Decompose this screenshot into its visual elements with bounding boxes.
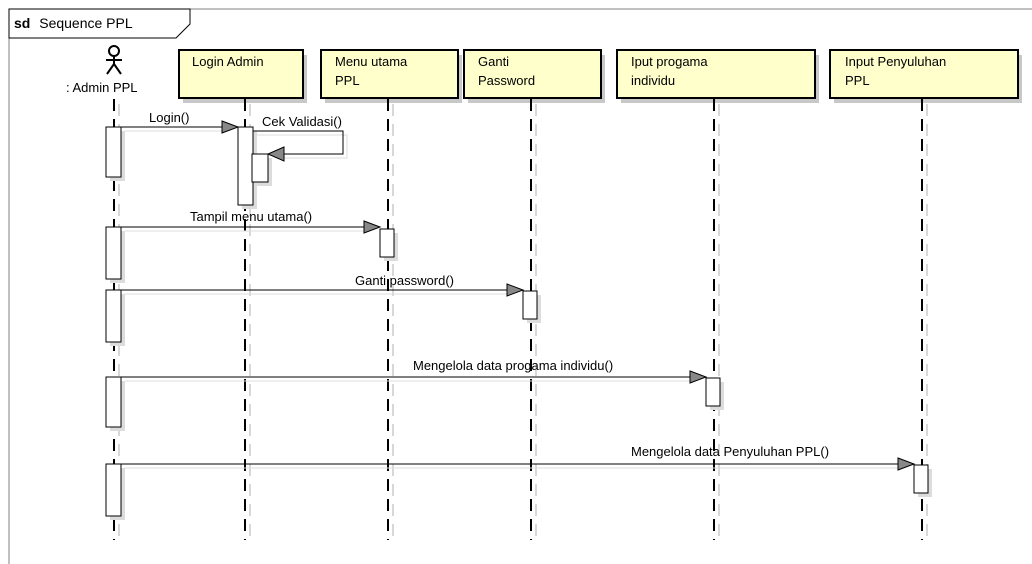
- message-login[interactable]: Login(): [121, 110, 240, 134]
- activation-admin-4: [105, 376, 122, 428]
- message-label: Ganti password(): [355, 273, 454, 288]
- activation-login-admin: [237, 126, 254, 206]
- object-box: [616, 49, 816, 99]
- lifeline-login-admin[interactable]: Login Admin: [178, 49, 304, 99]
- message-mengelola-progama[interactable]: Mengelola data progama individu(): [121, 358, 708, 384]
- arrowhead-icon: [363, 220, 382, 234]
- arrowhead-icon: [689, 370, 708, 384]
- activation-admin-5: [105, 463, 122, 517]
- object-label-line2: PPL: [845, 73, 870, 88]
- arrowhead-icon: [897, 457, 916, 471]
- message-ganti-password[interactable]: Ganti password(): [121, 273, 525, 297]
- message-cek-validasi[interactable]: Cek Validasi(): [253, 114, 348, 162]
- message-mengelola-penyuluhan[interactable]: Mengelola data Penyuluhan PPL(): [121, 444, 916, 471]
- object-box: [320, 49, 459, 99]
- object-label: Login Admin: [192, 54, 264, 69]
- object-label-line1: Menu utama: [335, 54, 408, 69]
- activation-shadows: [110, 131, 932, 520]
- frame-keyword: sd: [14, 15, 30, 31]
- activation-admin-2: [105, 226, 122, 280]
- message-label: Tampil menu utama(): [190, 209, 312, 224]
- object-label-line2: individu: [631, 73, 675, 88]
- frame-title: sd Sequence PPL: [14, 15, 133, 31]
- message-label: Mengelola data progama individu(): [413, 358, 613, 373]
- message-label: Mengelola data Penyuluhan PPL(): [631, 444, 829, 459]
- object-label-line1: Input Penyuluhan: [845, 54, 946, 69]
- stick-figure-icon: [106, 45, 122, 75]
- activation-admin-1: [105, 126, 122, 178]
- arrowhead-icon: [506, 283, 525, 297]
- message-label: Cek Validasi(): [262, 114, 342, 129]
- activation-login-self: [251, 153, 269, 183]
- object-label-line1: Ganti: [478, 54, 509, 69]
- activation-input-penyuluhan: [913, 464, 929, 494]
- lifeline-ganti-password[interactable]: Ganti Password: [463, 49, 602, 99]
- lifeline-menu-utama[interactable]: Menu utama PPL: [320, 49, 459, 99]
- activation-iput-progama: [705, 377, 721, 407]
- lifeline-dashes: [113, 99, 928, 540]
- actor-admin-ppl[interactable]: : Admin PPL: [66, 45, 138, 95]
- lifeline-iput-progama[interactable]: Iput progama individu: [616, 49, 816, 99]
- activation-ganti-password: [522, 290, 538, 320]
- object-label-line2: PPL: [335, 73, 360, 88]
- object-box: [463, 49, 602, 99]
- frame-border: [8, 8, 1032, 564]
- frame-tab: [8, 8, 191, 39]
- activation-bars: [105, 126, 929, 517]
- message-tampil-menu[interactable]: Tampil menu utama(): [121, 209, 382, 234]
- object-box: [829, 49, 1019, 99]
- arrowhead-icon: [266, 146, 285, 162]
- activation-admin-3: [105, 289, 122, 343]
- actor-label: : Admin PPL: [66, 80, 138, 95]
- arrowhead-icon: [221, 120, 240, 134]
- lifeline-input-penyuluhan[interactable]: Input Penyuluhan PPL: [829, 49, 1019, 99]
- object-label-line1: Iput progama: [631, 54, 708, 69]
- frame-name: Sequence PPL: [39, 15, 133, 31]
- object-box: [178, 49, 304, 99]
- activation-menu-utama: [379, 228, 395, 258]
- message-label: Login(): [149, 110, 189, 125]
- object-label-line2: Password: [478, 73, 535, 88]
